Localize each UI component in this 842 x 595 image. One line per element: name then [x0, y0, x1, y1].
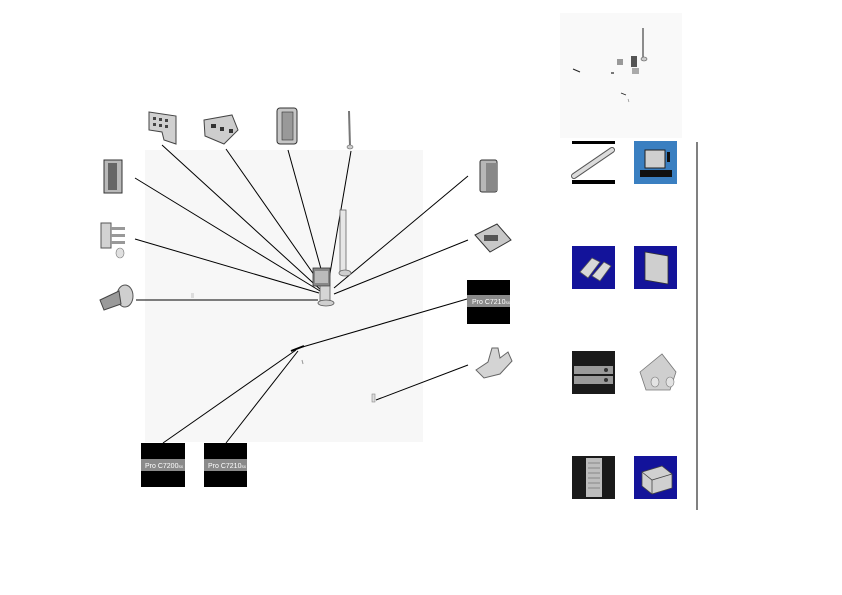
thumbnail-control-panel[interactable] — [572, 351, 615, 394]
svg-text:Pro C7210sx: Pro C7210sx — [208, 463, 247, 470]
thumbnail-box[interactable] — [634, 456, 677, 499]
side-cover-part — [276, 107, 298, 145]
svg-text:Pro C7200sx: Pro C7200sx — [145, 463, 184, 470]
mounting-plate-part — [203, 114, 239, 145]
svg-text:Pro C7210sx: Pro C7210sx — [472, 299, 511, 306]
overview-minimap — [560, 13, 682, 138]
printer-label-text: Pro C7210 — [472, 299, 506, 306]
knob-part — [99, 284, 134, 311]
rod-part — [346, 110, 354, 150]
leader-lines — [134, 144, 469, 444]
hook-bracket-part — [475, 347, 513, 379]
thumbnail-bracket-assembly[interactable] — [634, 141, 677, 184]
printer-label-suffix: sx — [178, 464, 183, 469]
guide-rail-part — [100, 222, 125, 259]
central-assembly — [191, 209, 376, 403]
printer-label-c7210-bottom: Pro C7210sx — [204, 443, 247, 487]
printer-label-text: Pro C7210 — [208, 463, 242, 470]
thumbnail-hinge-bracket[interactable] — [634, 351, 677, 394]
housing-part — [479, 159, 498, 193]
printer-label-suffix: sx — [505, 300, 510, 305]
clamp-part — [474, 223, 512, 253]
thumbnail-tube[interactable] — [571, 141, 615, 184]
printer-label-text: Pro C7200 — [145, 463, 179, 470]
frame-panel-part — [148, 111, 177, 145]
thumbnail-plate[interactable] — [634, 246, 677, 289]
upright-panel-part — [103, 159, 123, 194]
thumbnail-label-sheet[interactable] — [572, 456, 615, 499]
thumbnail-rollers[interactable] — [572, 246, 615, 289]
printer-label-c7210-right: Pro C7210sx — [467, 280, 511, 324]
printer-label-c7200: Pro C7200sx — [141, 443, 185, 487]
printer-label-suffix: sx — [241, 464, 246, 469]
